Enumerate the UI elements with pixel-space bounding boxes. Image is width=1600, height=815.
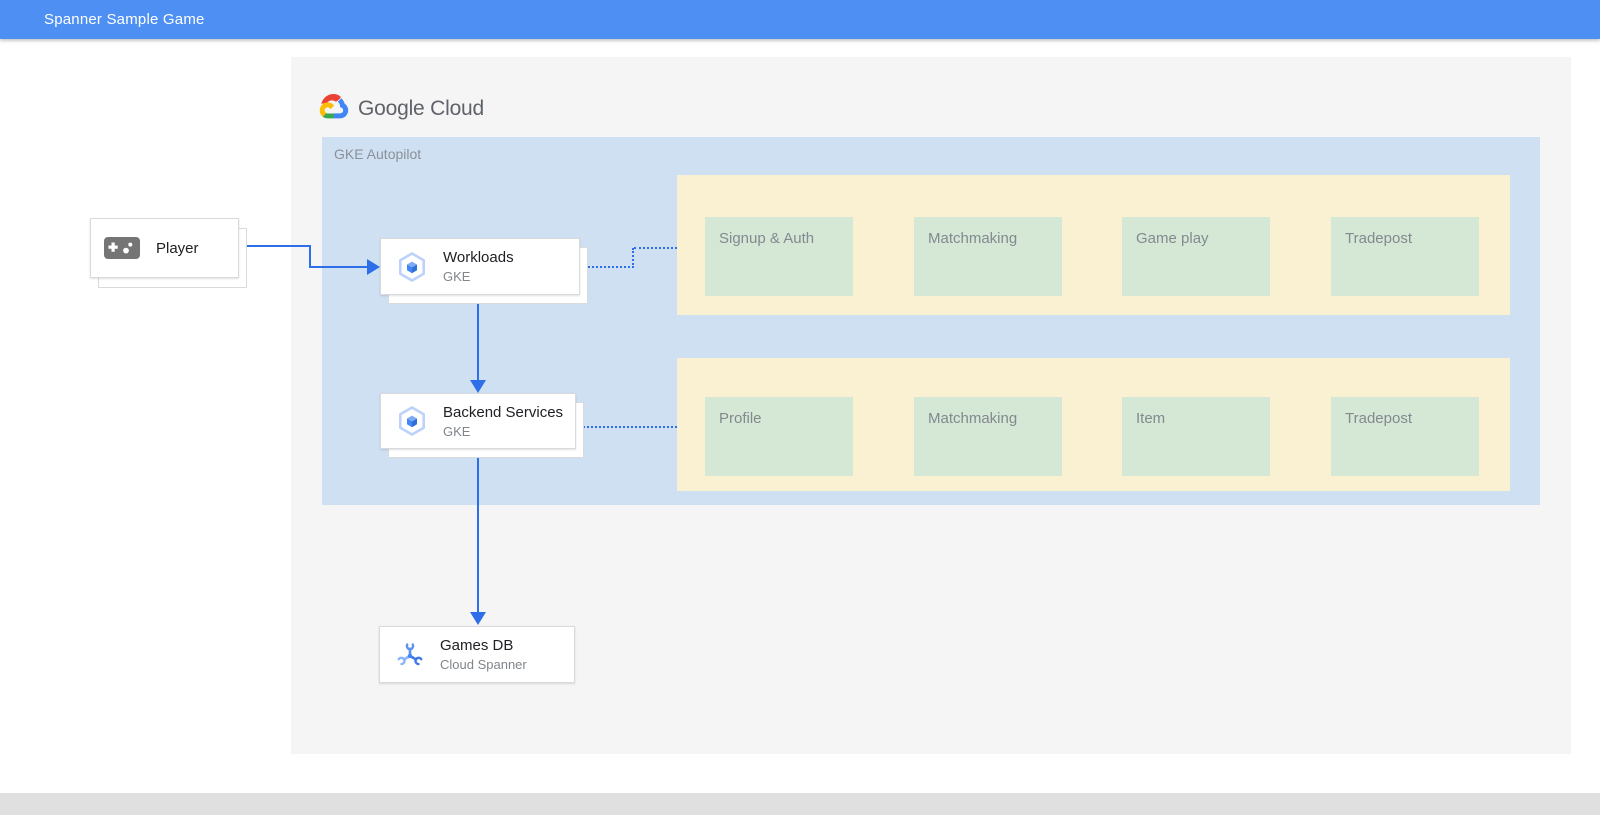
service-box-matchmaking-1: Matchmaking [914, 217, 1062, 296]
games-db-sublabel: Cloud Spanner [440, 657, 527, 672]
service-box-matchmaking-2: Matchmaking [914, 397, 1062, 476]
gke-icon [394, 403, 430, 439]
google-cloud-logo-lockup: Google Cloud [318, 92, 484, 126]
backend-to-gamesdb-connector [477, 449, 479, 613]
player-to-workloads-connector-h2 [309, 266, 369, 268]
workloads-sublabel: GKE [443, 269, 471, 284]
games-db-label: Games DB [440, 637, 514, 654]
service-box-item: Item [1122, 397, 1270, 476]
workloads-to-panel-dotted-h1 [581, 266, 634, 268]
workloads-to-panel-dotted-v [632, 248, 634, 268]
player-label: Player [156, 239, 199, 257]
games-db-node: Games DB Cloud Spanner [379, 626, 575, 683]
backend-services-sublabel: GKE [443, 423, 471, 439]
player-to-workloads-connector-h1 [239, 245, 311, 247]
google-cloud-wordmark: Google Cloud [358, 97, 485, 120]
player-to-workloads-arrowhead [367, 259, 380, 275]
workloads-node: Workloads GKE [380, 238, 580, 295]
app-title: Spanner Sample Game [44, 11, 205, 28]
app-header: Spanner Sample Game [0, 0, 1600, 39]
workloads-label: Workloads [443, 249, 514, 266]
player-node: Player [90, 218, 239, 278]
service-box-tradepost-1: Tradepost [1331, 217, 1479, 296]
workloads-to-backend-connector [477, 295, 479, 381]
service-box-game-play: Game play [1122, 217, 1270, 296]
gke-icon [394, 249, 430, 285]
workloads-to-backend-arrowhead [470, 380, 486, 393]
cloud-spanner-icon [393, 638, 427, 672]
gke-autopilot-label: GKE Autopilot [334, 146, 422, 162]
backend-to-panel-dotted [576, 426, 677, 428]
service-box-tradepost-2: Tradepost [1331, 397, 1479, 476]
player-to-workloads-connector-v [309, 245, 311, 268]
service-box-profile: Profile [705, 397, 853, 476]
workloads-to-panel-dotted-h2 [634, 247, 677, 249]
backend-services-node: Backend Services GKE [380, 393, 576, 449]
google-cloud-logo-icon [318, 93, 349, 125]
gamepad-icon [103, 236, 141, 260]
service-box-signup-auth: Signup & Auth [705, 217, 853, 296]
bottom-scroll-bar[interactable] [0, 793, 1600, 815]
backend-to-gamesdb-arrowhead [470, 612, 486, 625]
backend-services-label: Backend Services [443, 403, 564, 421]
